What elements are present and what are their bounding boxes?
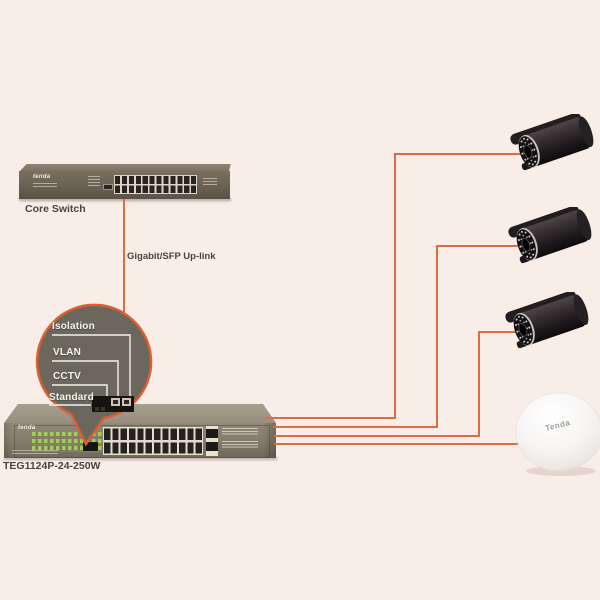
core-switch-device: tenda: [19, 171, 230, 199]
poe-switch-device: tenda: [4, 423, 276, 458]
ip-camera-3: [501, 292, 597, 376]
core-switch-model-text: [33, 183, 57, 189]
uplink-label: Gigabit/SFP Up-link: [127, 251, 216, 262]
core-switch-shadow: [19, 198, 231, 201]
core-switch-port-block: [114, 175, 197, 194]
poe-switch-top-face: [4, 404, 276, 423]
core-switch-right-markings: [203, 178, 217, 186]
access-point-dome: [515, 392, 600, 472]
camera1-cable: [266, 153, 521, 419]
poe-switch-shadow: [4, 457, 277, 460]
core-switch-console-port: [103, 184, 113, 190]
camera2-cable: [273, 245, 521, 428]
callout-option-vlan: VLAN: [53, 347, 82, 358]
camera3-cable: [274, 331, 520, 437]
poe-switch-sfp-port: [206, 426, 218, 456]
ip-camera-2: [504, 207, 600, 291]
callout-option-cctv: CCTV: [53, 371, 82, 382]
callout-option-isolation: Isolation: [52, 321, 95, 332]
poe-switch-dip-switch: [83, 442, 98, 451]
poe-switch-spec-text-2: [222, 441, 258, 449]
core-switch-label: Core Switch: [25, 203, 86, 215]
poe-switch-brand-logo: tenda: [18, 425, 36, 431]
core-switch-led-labels: [88, 176, 100, 187]
callout-option-standard: Standard: [49, 392, 94, 403]
poe-switch-spec-text-1: [222, 428, 258, 436]
access-point: [515, 392, 600, 476]
poe-switch-port-block: [103, 427, 203, 455]
ip-camera-1: [506, 114, 600, 198]
poe-switch-model-label: TEG1124P-24-250W: [3, 460, 101, 472]
core-switch-brand-logo: tenda: [33, 174, 51, 180]
core-switch-top-face: [19, 164, 231, 172]
poe-switch-info-text: [12, 450, 58, 456]
